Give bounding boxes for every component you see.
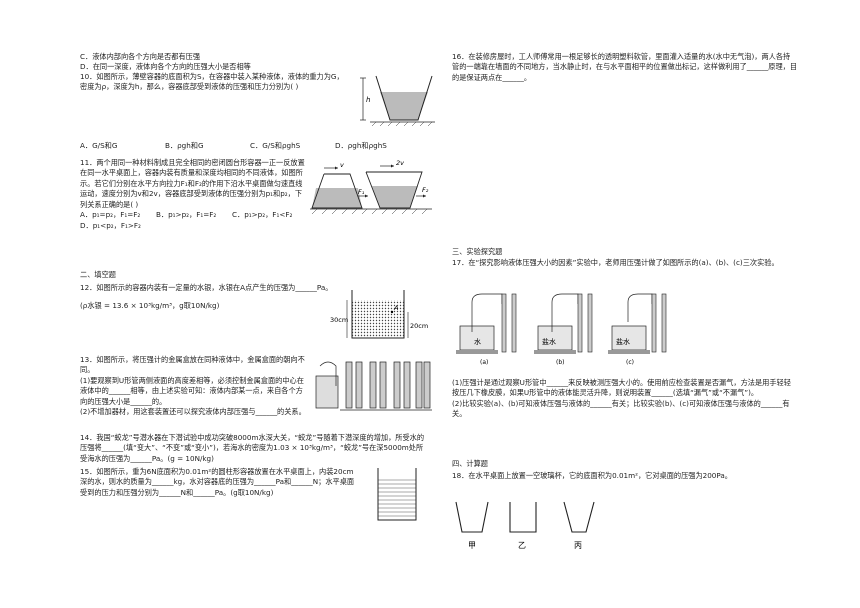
question-11: 11．两个用同一种材料制成且完全相同的密闭圆台形容器一正一反放置在同一水平桌面上… — [80, 158, 308, 231]
q10-options: A．G/S和G B．ρgh和G C．G/S和ρghS D．ρgh和ρghS — [80, 141, 440, 151]
q10-container-figure: h — [360, 75, 435, 127]
q13-text: 13．如图所示，将压强计的金属盒放在同种液体中，金属盒面的朝向不同。 — [80, 355, 305, 375]
q17-fig-water: 水 — [474, 337, 481, 346]
q11-option-b: B．p₁>p₂，F₁=F₂ — [156, 210, 217, 220]
q17-experiment-figure: 水 (a) 盐水 (b) 盐水 (c) — [456, 293, 667, 366]
q11-option-c: C．p₁>p₂，F₁<F₂ — [232, 210, 293, 220]
q12-mercury-figure: 30cm A 20cm — [330, 290, 428, 339]
q17-fig-saltwater-c: 盐水 — [616, 337, 630, 346]
question-17: 17．在“探究影响液体压强大小的因素”实验中，老师用压强计做了如图所示的(a)、… — [452, 258, 797, 268]
q9-options: C．液体内部向各个方向是否都有压强 D．在同一深度，液体向各个方向的压强大小是否… — [80, 52, 430, 73]
q9-option-d: D．在同一深度，液体向各个方向的压强大小是否相等 — [80, 62, 251, 72]
q17-fig-label-a: (a) — [480, 359, 488, 366]
q15-text: 15．如图所示，重为6N底面积为0.01m²的圆柱形容器放置在水平桌面上，内装2… — [80, 467, 355, 497]
q11-frustum-figure: v 2v F₁ F₂ — [310, 159, 432, 215]
q10-option-d: D．ρgh和ρghS — [335, 141, 387, 150]
question-18: 18．在水平桌面上放置一空玻璃杯，它的底面积为0.01m²，它对桌面的压强为20… — [452, 471, 797, 481]
q11-option-d: D．p₁<p₂，F₁>F₂ — [80, 220, 141, 230]
q12-fig-30cm: 30cm — [330, 316, 348, 324]
q11-fig-v: v — [340, 161, 344, 169]
q18-text: 18．在水平桌面上放置一空玻璃杯，它的底面积为0.01m²，它对桌面的压强为20… — [452, 471, 732, 480]
question-16: 16．在装修房屋时，工人师傅常用一根足够长的透明塑料软管，里面灌入适量的水(水中… — [452, 52, 797, 83]
q10-text: 10．如图所示，薄壁容器的底面积为S，在容器中装入某种液体，液体的重力为G，密度… — [80, 72, 344, 92]
q18-cup-jia: 甲 — [468, 541, 476, 550]
section-experiment-title: 三、实验探究题 — [452, 247, 503, 256]
q12-formula: (ρ水银 = 13.6 × 10³kg/m³，g取10N/kg) — [80, 301, 220, 311]
q17-sub2: (2)比较实验(a)、(b)可知液体压强与液体的______有关；比较实验(b)… — [452, 398, 790, 419]
question-10: 10．如图所示，薄壁容器的底面积为S，在容器中装入某种液体，液体的重力为G，密度… — [80, 72, 350, 93]
q13-sub2: (2)不增加器材，用这套装置还可以探究液体内部压强与______的关系。 — [80, 407, 306, 417]
question-12: 12．如图所示的容器内装有一定量的水银，水银在A点产生的压强为______Pa。… — [80, 283, 340, 312]
q12-fig-a: A — [393, 304, 398, 312]
q11-fig-f1: F₁ — [358, 188, 365, 196]
q11-options-row1: A．p₁=p₂，F₁=F₂ B．p₁>p₂，F₁=F₂ C．p₁>p₂，F₁<F… — [80, 210, 308, 220]
q13-sub1: (1)要观察到U形管两侧液面的高度差相等，必须控制金属盒面的中心在液体中的___… — [80, 375, 304, 406]
q17-subquestions: (1)压强计是通过观察U形管中______来反映被测压强大小的。使用前应检查装置… — [452, 378, 797, 420]
question-14: 14．我国“蛟龙”号潜水器在下潜试验中成功突破8000m水深大关，“蛟龙”号随着… — [80, 433, 430, 464]
q12-fig-20cm: 20cm — [410, 322, 428, 330]
q17-fig-saltwater-b: 盐水 — [542, 337, 556, 346]
q17-sub1: (1)压强计是通过观察U形管中______来反映被测压强大小的。使用前应检查装置… — [452, 378, 791, 398]
question-13: 13．如图所示，将压强计的金属盒放在同种液体中，金属盒面的朝向不同。 (1)要观… — [80, 355, 308, 418]
q10-option-a: A．G/S和G — [80, 141, 118, 150]
q15-cylinder-figure — [377, 468, 417, 521]
q16-text: 16．在装修房屋时，工人师傅常用一根足够长的透明塑料软管，里面灌入适量的水(水中… — [452, 52, 798, 82]
q11-option-a: A．p₁=p₂，F₁=F₂ — [80, 210, 141, 220]
q17-fig-label-c: (c) — [626, 359, 634, 366]
q11-fig-2v: 2v — [396, 159, 404, 167]
q18-cup-bing: 丙 — [574, 541, 582, 550]
q18-cup-yi: 乙 — [518, 541, 526, 550]
section-fill-in-title: 二、填空题 — [80, 270, 116, 279]
q12-text: 12．如图所示的容器内装有一定量的水银，水银在A点产生的压强为______Pa。 — [80, 283, 333, 292]
q18-cups-figure: 甲 乙 丙 — [455, 501, 595, 550]
section-calculation-title: 四、计算题 — [452, 459, 488, 468]
q17-text: 17．在“探究影响液体压强大小的因素”实验中，老师用压强计做了如图所示的(a)、… — [452, 258, 779, 267]
q11-fig-f2: F₂ — [422, 186, 429, 194]
q11-text: 11．两个用同一种材料制成且完全相同的密闭圆台形容器一正一反放置在同一水平桌面上… — [80, 158, 305, 209]
q13-pressure-gauge-figure — [315, 361, 432, 411]
question-15: 15．如图所示，重为6N底面积为0.01m²的圆柱形容器放置在水平桌面上，内装2… — [80, 467, 358, 498]
q10-option-c: C．G/S和ρghS — [250, 141, 301, 150]
q17-fig-label-b: (b) — [556, 359, 565, 366]
q10-option-b: B．ρgh和G — [165, 141, 204, 150]
q14-text: 14．我国“蛟龙”号潜水器在下潜试验中成功突破8000m水深大关，“蛟龙”号随着… — [80, 433, 425, 463]
q10-fig-h: h — [366, 96, 370, 104]
q9-option-c: C．液体内部向各个方向是否都有压强 — [80, 52, 201, 61]
